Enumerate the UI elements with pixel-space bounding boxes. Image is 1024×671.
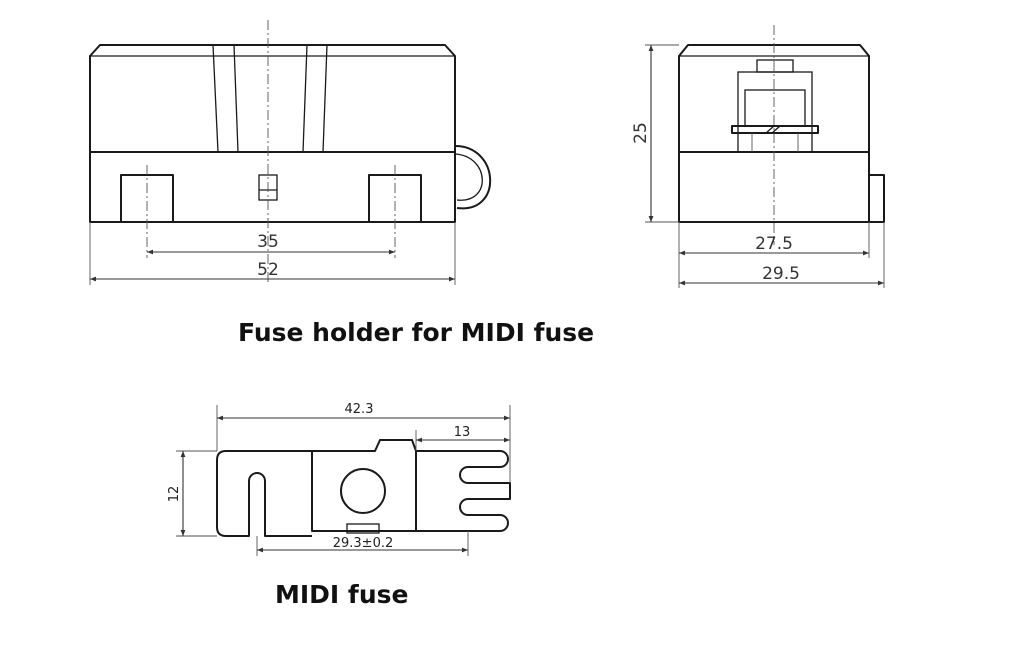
- fuse-window: [340, 468, 386, 514]
- fuse-bottom-tab: [346, 523, 380, 534]
- holder-lid: [89, 44, 456, 152]
- dim-25-label: 25: [631, 122, 651, 144]
- holder-caption: Fuse holder for MIDI fuse: [238, 318, 595, 347]
- dim-42-3-label: 42.3: [345, 402, 374, 417]
- side-tab: [868, 174, 885, 223]
- dim-29-5-label: 29.5: [762, 264, 800, 284]
- tether-strap: [454, 145, 492, 210]
- holder-front-view: 35 52: [89, 20, 492, 285]
- dim-52-label: 52: [257, 260, 279, 280]
- fuse-body: [311, 439, 417, 532]
- fuse-right-tab: [416, 450, 511, 532]
- internal-terminal: [731, 59, 819, 153]
- fuse-caption: MIDI fuse: [275, 580, 409, 609]
- dim-27-5-label: 27.5: [755, 234, 793, 254]
- dim-35-label: 35: [257, 232, 279, 252]
- fuse-left-tab: [216, 450, 312, 537]
- holder-side-view: 25 27.5 29.5: [631, 25, 885, 288]
- midi-fuse-view: 42.3 13 12 29.3±0.2: [167, 402, 511, 556]
- dim-29-3-label: 29.3±0.2: [333, 536, 394, 551]
- holder-base: [89, 151, 456, 223]
- lid-grooves: [212, 44, 328, 153]
- dim-13-label: 13: [454, 425, 471, 440]
- dim-12-label: 12: [167, 486, 182, 503]
